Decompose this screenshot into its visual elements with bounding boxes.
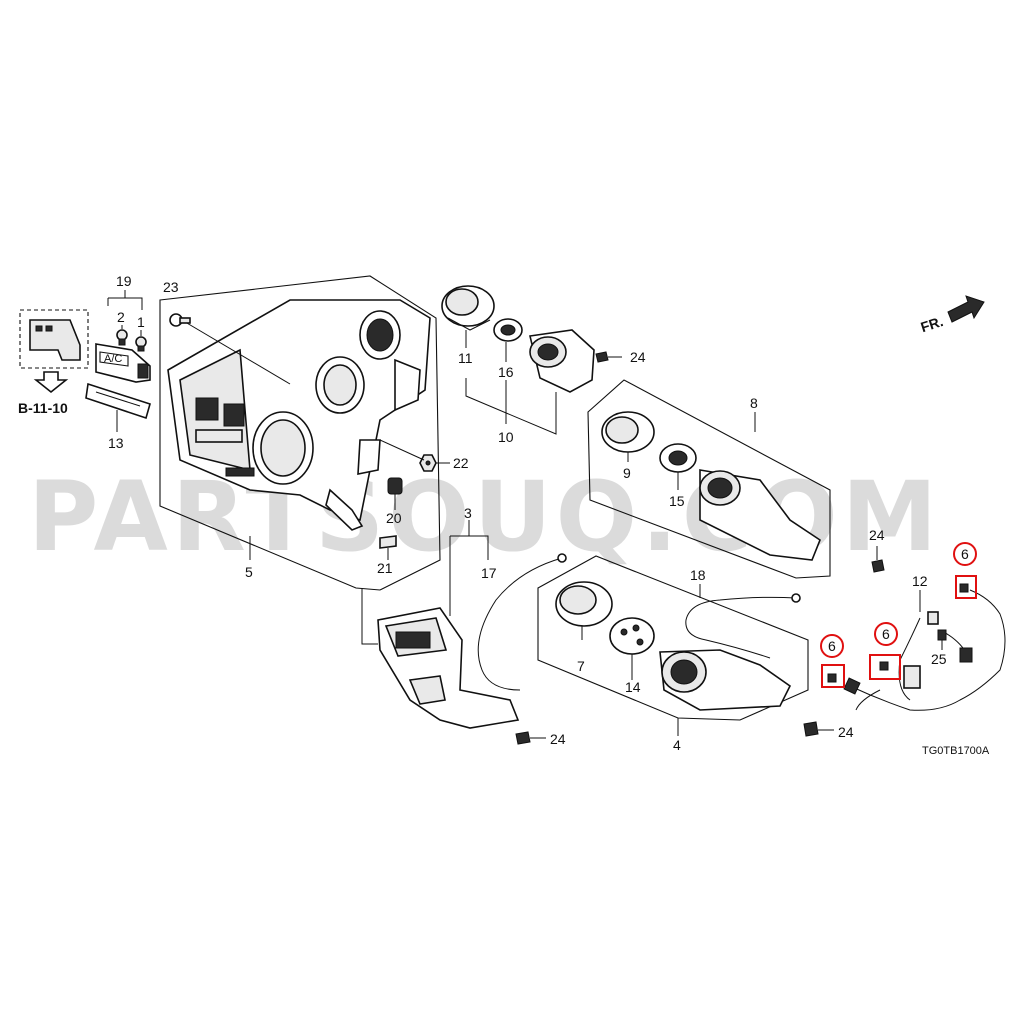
part-16-ring[interactable] (493, 318, 523, 342)
part-21-clip[interactable] (379, 535, 397, 549)
reference-arrow-icon[interactable] (33, 371, 69, 394)
leader-19 (107, 290, 143, 310)
callout-25[interactable]: 25 (931, 651, 947, 667)
part-20-bulb[interactable] (387, 477, 403, 495)
part-5-center-panel[interactable] (167, 299, 431, 531)
part-8-switch-assembly[interactable] (699, 469, 821, 561)
part-2-clip[interactable] (116, 329, 128, 346)
callout-7[interactable]: 7 (577, 658, 585, 674)
callout-22[interactable]: 22 (453, 455, 469, 471)
part-11-knob[interactable] (441, 285, 495, 331)
part-6-bulb-c[interactable] (959, 583, 969, 593)
part-24-screw-d[interactable] (803, 721, 819, 737)
callout-6c[interactable]: 6 (961, 546, 969, 562)
callout-6a[interactable]: 6 (828, 638, 836, 654)
callout-15[interactable]: 15 (669, 493, 685, 509)
callout-16[interactable]: 16 (498, 364, 514, 380)
callout-24b[interactable]: 24 (550, 731, 566, 747)
callout-5[interactable]: 5 (245, 564, 253, 580)
part-13-trim-strip[interactable] (85, 382, 151, 420)
leader-22 (379, 439, 450, 464)
part-17-cable[interactable] (477, 557, 563, 691)
diagram-code: TG0TB1700A (922, 745, 990, 757)
callout-24d[interactable]: 24 (838, 724, 854, 740)
callout-17[interactable]: 17 (481, 565, 497, 581)
part-24-screw-b[interactable] (515, 731, 531, 745)
leader-10 (465, 378, 557, 435)
part-22-nut[interactable] (419, 454, 437, 472)
callout-23[interactable]: 23 (163, 279, 179, 295)
callout-14[interactable]: 14 (625, 679, 641, 695)
callout-12[interactable]: 12 (912, 573, 928, 589)
callout-1[interactable]: 1 (137, 314, 145, 330)
callout-24c[interactable]: 24 (869, 527, 885, 543)
callout-8[interactable]: 8 (750, 395, 758, 411)
callout-9[interactable]: 9 (623, 465, 631, 481)
part-5-outline-box (159, 275, 441, 591)
part-14-dial-plate[interactable] (609, 617, 655, 655)
callout-20[interactable]: 20 (386, 510, 402, 526)
part-6-bulb-a[interactable] (827, 673, 837, 683)
part-8-outline-box (587, 379, 831, 579)
part-25-clip[interactable] (937, 629, 947, 641)
callout-24a[interactable]: 24 (630, 349, 646, 365)
callout-21[interactable]: 21 (377, 560, 393, 576)
callout-19[interactable]: 19 (116, 273, 132, 289)
part-4-switch-assembly[interactable] (659, 649, 792, 711)
reference-part-illustration (19, 309, 89, 369)
leader-5b (361, 588, 378, 645)
part-9-knob[interactable] (601, 411, 655, 453)
callout-13[interactable]: 13 (108, 435, 124, 451)
callout-11[interactable]: 11 (458, 350, 473, 366)
part-19-switch-panel[interactable]: A/C (95, 343, 151, 383)
leader-3-17 (449, 520, 489, 616)
front-direction-label: FR. (919, 313, 945, 335)
leader-23 (174, 315, 291, 385)
front-direction-arrow-icon (947, 295, 985, 323)
callout-4[interactable]: 4 (673, 737, 681, 753)
part-24-screw-a[interactable] (595, 351, 609, 363)
callout-2[interactable]: 2 (117, 309, 125, 325)
part-24-screw-c[interactable] (871, 559, 885, 573)
part-10-switch-assembly[interactable] (529, 329, 595, 393)
callout-18[interactable]: 18 (690, 567, 706, 583)
part-12-wire-harness[interactable] (849, 589, 1006, 711)
part-15-ring[interactable] (659, 443, 697, 473)
part-6-bulb-b[interactable] (879, 661, 889, 671)
part-3-heater-control-base[interactable] (377, 607, 520, 729)
part-1-clip[interactable] (135, 336, 147, 352)
callout-6b[interactable]: 6 (882, 626, 890, 642)
part-23-screw[interactable] (169, 313, 191, 327)
part-7-knob[interactable] (555, 581, 613, 627)
callout-3[interactable]: 3 (464, 505, 472, 521)
part-6-highlights (820, 542, 977, 688)
svg-text:A/C: A/C (104, 353, 122, 365)
part-18-cable[interactable] (685, 596, 797, 659)
callout-10[interactable]: 10 (498, 429, 514, 445)
reference-link[interactable]: B-11-10 (18, 400, 68, 416)
